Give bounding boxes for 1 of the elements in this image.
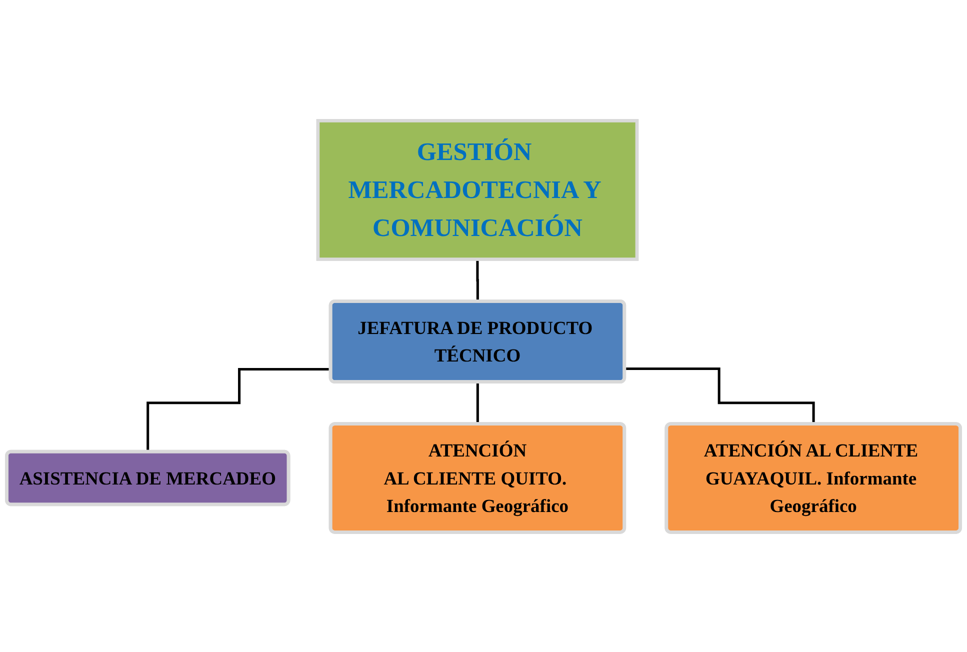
node-box: GESTIÓN MERCADOTECNIA Y COMUNICACIÓN (316, 118, 639, 260)
